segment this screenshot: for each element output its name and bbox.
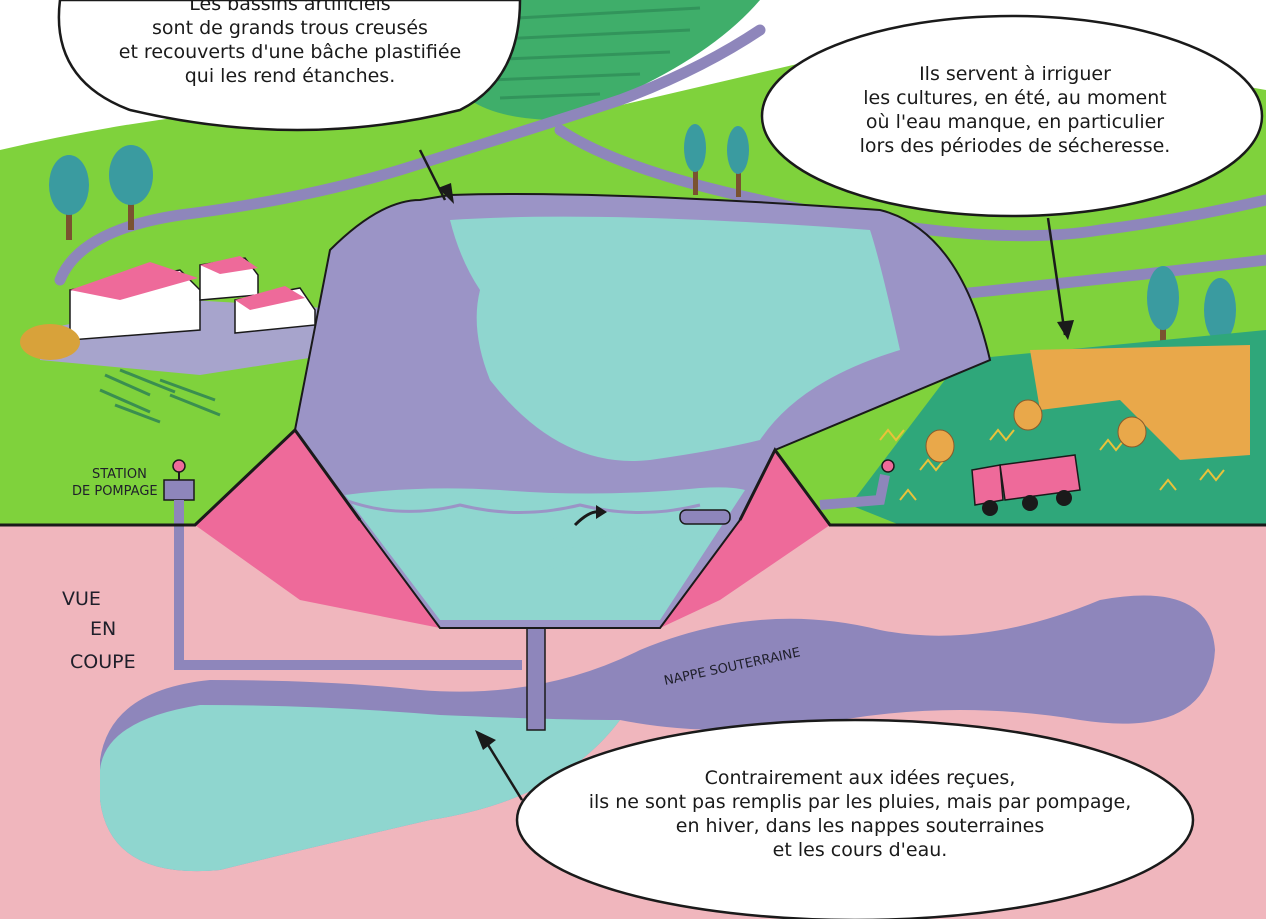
bubble-bottom-line: ils ne sont pas remplis par les pluies, …	[588, 791, 1132, 813]
bubble-top-right-line: où l'eau manque, en particulier	[865, 111, 1165, 133]
truck	[971, 454, 1081, 516]
bubble-top-right-line: Ils servent à irriguer	[919, 63, 1111, 85]
bubble-top-left-line: sont de grands trous creusés	[152, 17, 428, 39]
bubble-top-left-line: et recouverts d'une bâche plastifiée	[118, 41, 462, 63]
bubble-bottom-line: en hiver, dans les nappes souterraines	[675, 815, 1045, 837]
station-label-line1: STATION	[92, 467, 147, 482]
tree-group	[49, 124, 1236, 370]
embankment-right	[660, 450, 830, 628]
bubble-bottom: Contrairement aux idées reçues, ils ne s…	[560, 766, 1160, 862]
crop-field	[850, 330, 1266, 525]
bubble-top-right: Ils servent à irriguer les cultures, en …	[790, 62, 1240, 158]
bubble-top-left: Les bassins artificiels sont de grands t…	[75, 0, 505, 88]
bubble-top-right-line: lors des périodes de sécheresse.	[859, 135, 1171, 157]
bubble-bottom-shape	[515, 718, 1195, 919]
bubble-top-left-line: Les bassins artificiels	[189, 0, 391, 15]
embankment-left	[195, 430, 440, 628]
basin-water-surface	[450, 216, 900, 461]
bubble-top-right-shape	[760, 14, 1264, 218]
station-label-line2: DE POMPAGE	[72, 484, 158, 499]
bubble-top-left-shape	[57, 0, 522, 132]
section-label-line3: COUPE	[70, 651, 136, 673]
section-label-line1: VUE	[62, 588, 101, 610]
irrigation-pipe	[819, 459, 895, 510]
bubble-bottom-line: et les cours d'eau.	[772, 839, 948, 861]
bubble-bottom-line: Contrairement aux idées reçues,	[704, 767, 1016, 789]
bubble-top-left-line: qui les rend étanches.	[184, 65, 396, 87]
bubble-top-right-line: les cultures, en été, au moment	[863, 87, 1167, 109]
underground-pipes	[174, 500, 522, 670]
farm	[20, 256, 360, 375]
section-label-line2: EN	[90, 618, 116, 640]
